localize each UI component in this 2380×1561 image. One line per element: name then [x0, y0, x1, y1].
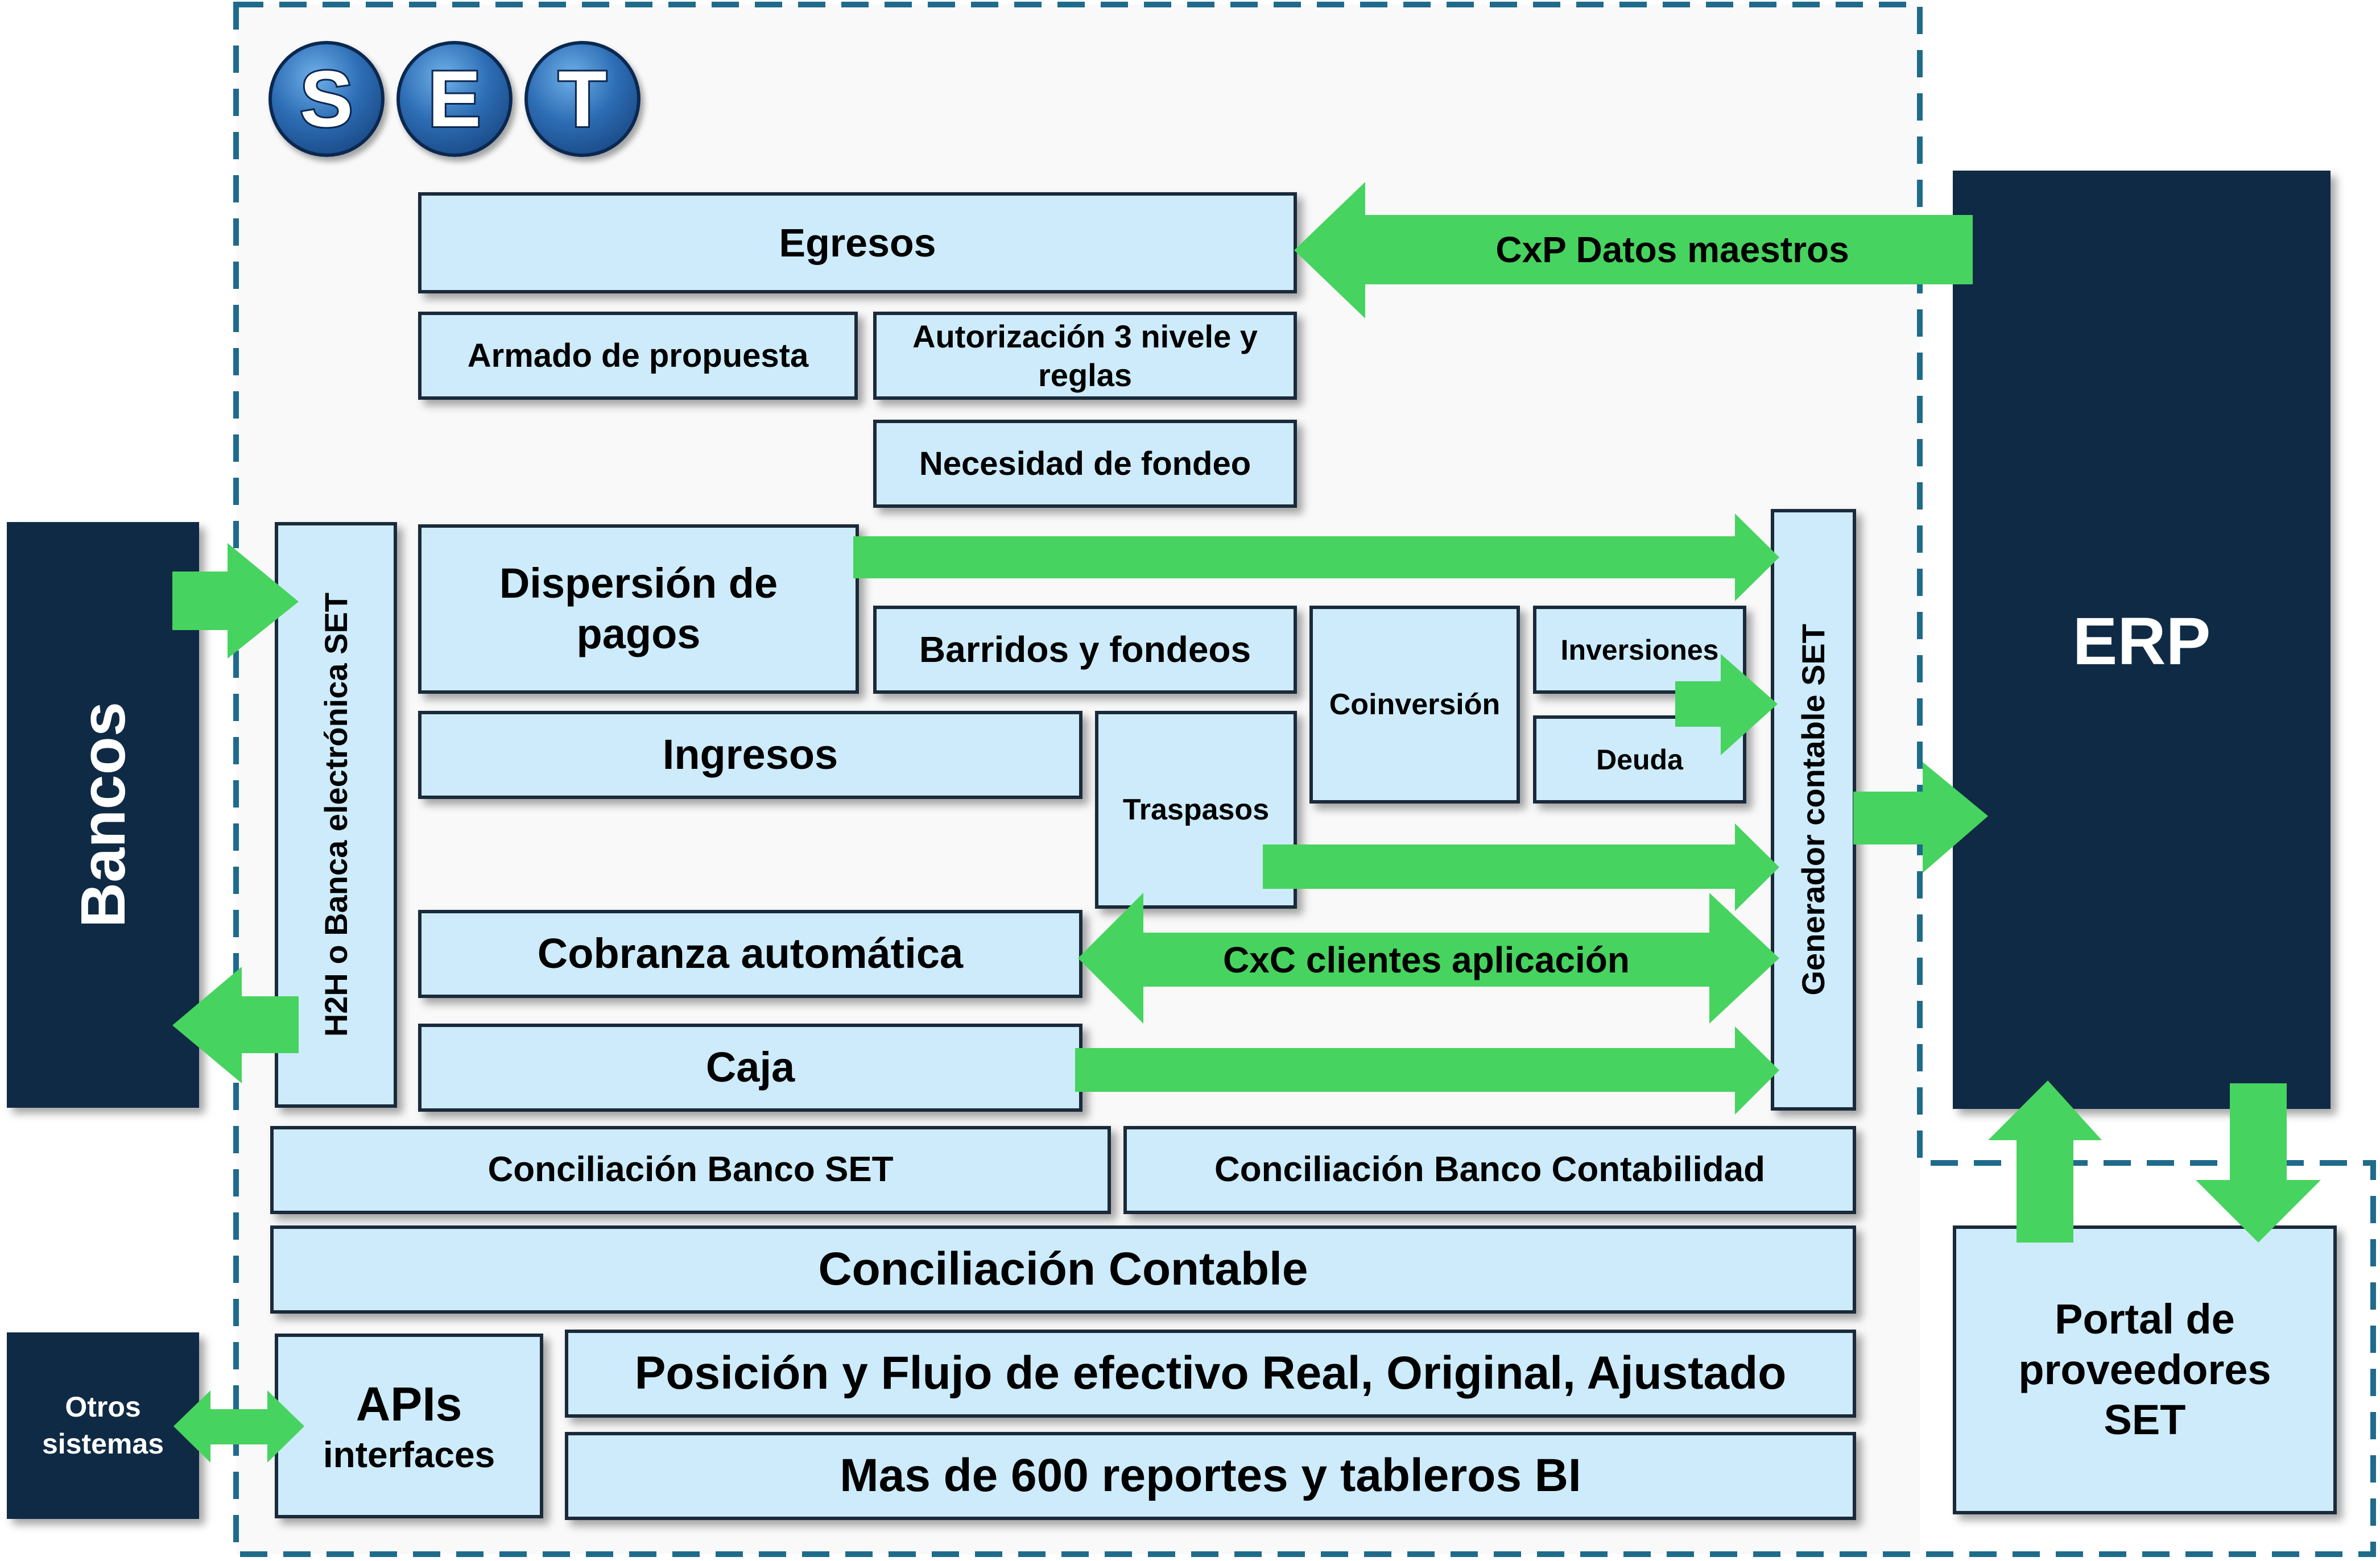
traspasos-to-generador-arrow: [1263, 823, 1779, 911]
cobranza-box: Cobranza automática: [418, 910, 1082, 998]
dispersion-pagos-label: Dispersión de pagos: [499, 560, 778, 657]
cxp-arrow-label: CxP Datos maestros: [1495, 229, 1849, 270]
bancos-to-h2h-arrow: [172, 543, 299, 659]
portal-proveedores-box: Portal de proveedores SET: [1953, 1225, 2337, 1514]
ingresos-box: Ingresos: [418, 711, 1082, 799]
apis-title: APIs: [356, 1377, 462, 1431]
posicion-flujo-box: Posición y Flujo de efectivo Real, Origi…: [565, 1330, 1856, 1418]
logo-coin-s: S: [268, 41, 385, 157]
generador-to-erp-arrow: [1853, 762, 1988, 873]
conciliacion-banco-set-box: Conciliación Banco SET: [270, 1126, 1111, 1214]
barridos-fondeos-box: Barridos y fondeos: [873, 606, 1297, 694]
cxp-arrow: [1294, 182, 1973, 318]
coinversion-box: Coinversión: [1309, 606, 1520, 804]
inversiones-box: Inversiones: [1533, 606, 1746, 694]
posicion-flujo-label: Posición y Flujo de efectivo Real, Origi…: [634, 1347, 1787, 1399]
traspasos-label: Traspasos: [1122, 793, 1270, 826]
portal-to-erp-arrow: [1988, 1080, 2102, 1243]
portal-proveedores-label: Portal de proveedores SET: [2018, 1295, 2271, 1444]
set-dashed-boundary: [233, 2, 2376, 1557]
bancos-block: Bancos: [7, 522, 199, 1108]
barridos-fondeos-label: Barridos y fondeos: [919, 629, 1251, 670]
erp-label: ERP: [2072, 604, 2211, 679]
inversiones-label: Inversiones: [1560, 633, 1719, 666]
conciliacion-contable-box: Conciliación Contable: [270, 1225, 1856, 1314]
armado-propuesta-label: Armado de propuesta: [467, 337, 809, 374]
apis-box: APIs interfaces: [275, 1334, 543, 1518]
h2h-to-bancos-arrow: [172, 967, 299, 1083]
cxc-arrow-label: CxC clientes aplicación: [1223, 939, 1630, 980]
autorizacion-box: Autorización 3 nivele y reglas: [873, 312, 1297, 400]
apis-subtitle: interfaces: [323, 1434, 495, 1475]
caja-to-generador-arrow: [1075, 1026, 1779, 1115]
dispersion-pagos-box: Dispersión de pagos: [418, 524, 859, 694]
erp-to-portal-arrow: [2196, 1083, 2321, 1243]
autorizacion-label: Autorización 3 nivele y reglas: [912, 318, 1258, 393]
coinversion-label: Coinversión: [1329, 688, 1501, 721]
armado-propuesta-box: Armado de propuesta: [418, 312, 858, 400]
conciliacion-banco-contabilidad-box: Conciliación Banco Contabilidad: [1123, 1126, 1856, 1214]
ingresos-label: Ingresos: [662, 731, 838, 779]
deuda-box: Deuda: [1533, 715, 1746, 804]
egresos-label: Egresos: [779, 221, 936, 265]
logo-coin-t: T: [524, 41, 641, 157]
conciliacion-banco-set-label: Conciliación Banco SET: [487, 1150, 894, 1190]
conciliacion-contable-label: Conciliación Contable: [818, 1243, 1308, 1295]
caja-box: Caja: [418, 1024, 1082, 1112]
deuda-label: Deuda: [1596, 743, 1683, 776]
inversiones-to-generador-arrow: [1675, 654, 1778, 755]
conciliacion-banco-contabilidad-label: Conciliación Banco Contabilidad: [1214, 1150, 1765, 1190]
erp-block: ERP: [1953, 171, 2331, 1109]
necesidad-fondeo-label: Necesidad de fondeo: [919, 445, 1251, 482]
necesidad-fondeo-box: Necesidad de fondeo: [873, 420, 1297, 508]
cobranza-label: Cobranza automática: [537, 930, 964, 978]
reportes-bi-label: Mas de 600 reportes y tableros BI: [840, 1450, 1581, 1502]
otros-sistemas-block: Otros sistemas: [7, 1332, 199, 1519]
dispersion-to-generador-arrow: [853, 514, 1779, 601]
otros-apis-double-arrow: [173, 1390, 304, 1463]
otros-sistemas-label: Otros sistemas: [42, 1391, 164, 1460]
logo-coin-e: E: [396, 41, 513, 157]
caja-label: Caja: [705, 1044, 795, 1091]
cxc-double-arrow: [1078, 893, 1779, 1024]
egresos-box: Egresos: [418, 192, 1297, 293]
reportes-bi-box: Mas de 600 reportes y tableros BI: [565, 1432, 1856, 1520]
